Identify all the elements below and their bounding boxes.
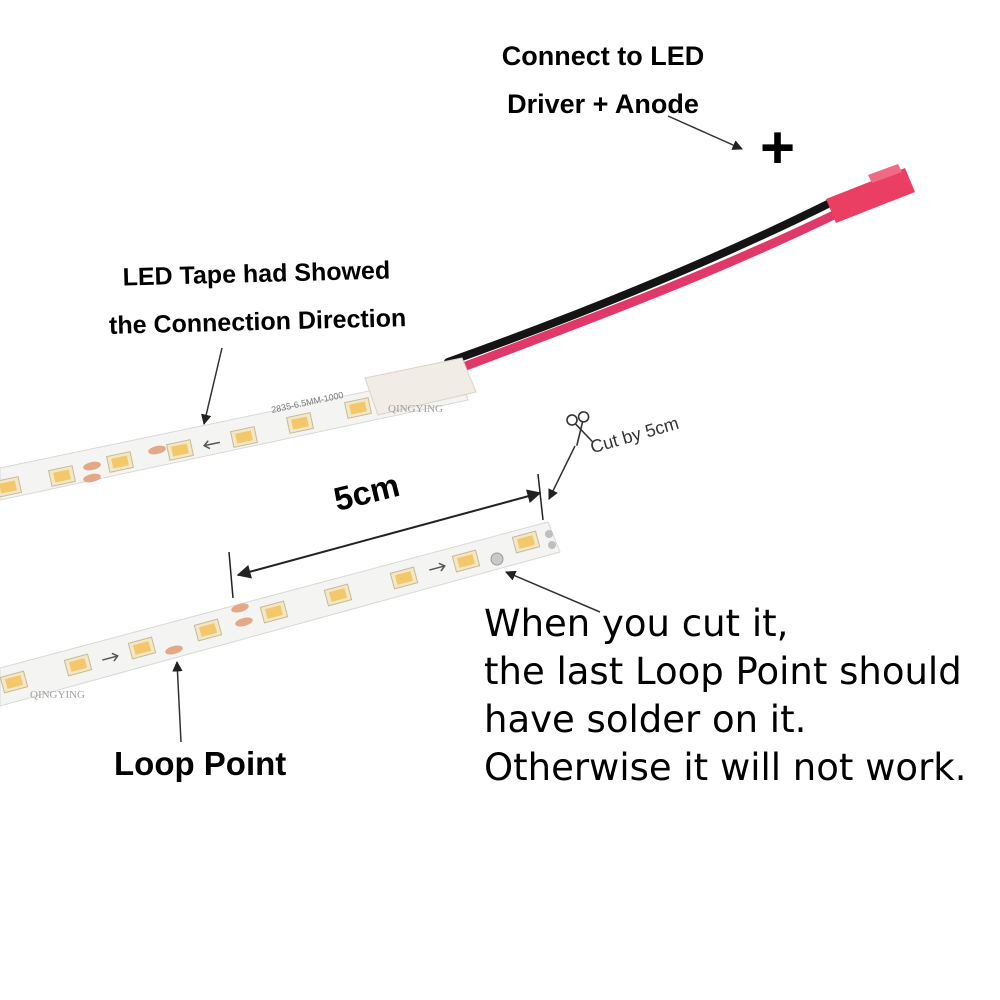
connection-direction-label: LED Tape had Showed the Connection Direc… xyxy=(61,245,453,351)
direction-arrow-icon xyxy=(203,440,220,450)
led-chip xyxy=(48,465,76,487)
loop-point-pad xyxy=(235,617,253,627)
led-chip xyxy=(166,439,194,461)
led-chip xyxy=(286,412,314,434)
loop-point-pad xyxy=(83,473,101,483)
warning-line-4: Otherwise it will not work. xyxy=(484,746,967,789)
loop-point-pad xyxy=(231,603,249,613)
warning-line-2: the last Loop Point should xyxy=(484,650,962,693)
pointer-lines xyxy=(172,115,743,743)
power-wires xyxy=(444,196,845,377)
led-chip xyxy=(0,670,29,694)
led-chip xyxy=(259,600,289,624)
led-chip xyxy=(106,451,134,473)
driver-label-line1: Connect to LED xyxy=(501,41,705,71)
driver-label-line2: Driver + Anode xyxy=(507,89,699,119)
led-chip xyxy=(193,618,223,642)
led-chip xyxy=(127,636,157,660)
warning-line-3: have solder on it. xyxy=(484,698,807,741)
strip-watermark-lower: QINGYING xyxy=(30,689,85,701)
loop-point-pad xyxy=(148,445,166,455)
cut-warning-text: When you cut it, the last Loop Point sho… xyxy=(484,600,966,792)
led-chip xyxy=(230,426,258,448)
driver-anode-label: Connect to LED Driver + Anode xyxy=(468,32,738,128)
led-chip xyxy=(0,476,22,498)
solder-pad-end xyxy=(490,552,504,566)
loop-point-pad xyxy=(165,645,183,655)
strip-watermark-upper: QINGYING xyxy=(388,403,443,415)
led-chip xyxy=(344,397,372,419)
led-chip xyxy=(323,583,353,607)
plus-sign: + xyxy=(760,114,796,181)
warning-line-1: When you cut it, xyxy=(484,602,789,645)
loop-point-label: Loop Point xyxy=(114,745,287,782)
red-connector xyxy=(826,164,915,223)
heat-shrink-sleeve xyxy=(364,357,477,416)
dimension-marker xyxy=(228,473,544,599)
scissors-icon xyxy=(566,411,593,446)
direction-arrow-icon xyxy=(102,652,119,662)
tape-label-line2: the Connection Direction xyxy=(108,304,407,340)
loop-point-pad xyxy=(83,461,101,471)
led-chip xyxy=(63,653,93,677)
